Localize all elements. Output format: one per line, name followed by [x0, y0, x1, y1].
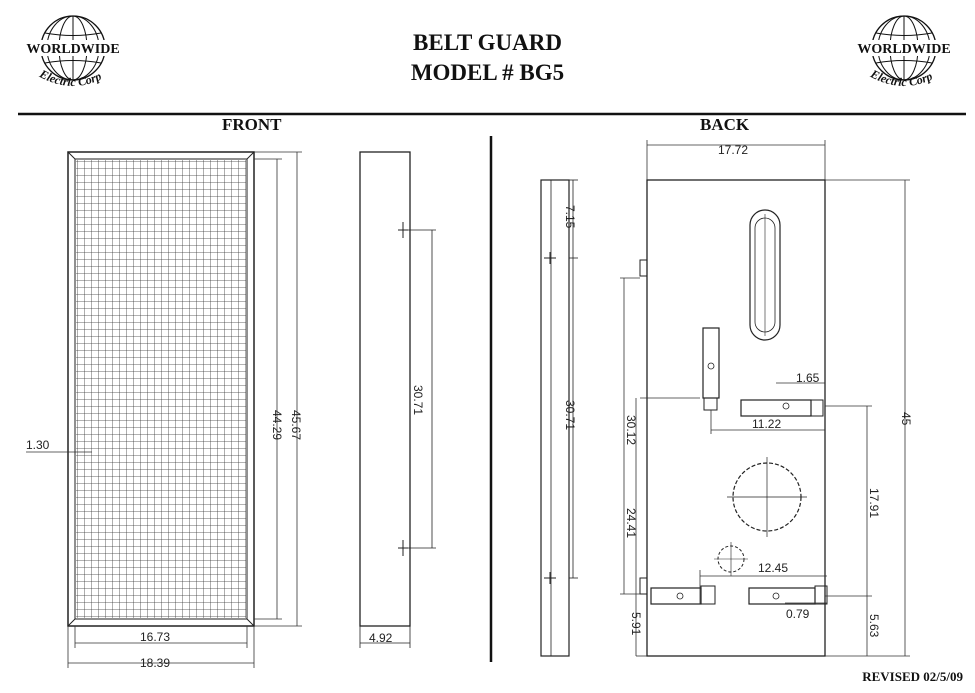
back-view-label: BACK — [700, 115, 750, 134]
svg-text:Electric Corp: Electric Corp — [867, 66, 934, 89]
dim-lower-span: 24.41 — [624, 508, 638, 538]
side-profile — [359, 151, 436, 648]
company-logo-right: WORLDWIDE Electric Corp — [845, 15, 963, 89]
dim-bottom-width: 12.45 — [758, 561, 788, 575]
back-side-strip — [540, 179, 578, 657]
front-panel — [67, 151, 255, 627]
logo-brand-text: WORLDWIDE — [857, 42, 950, 57]
svg-text:Electric Corp: Electric Corp — [36, 66, 103, 89]
dim-bottom-offset: 0.79 — [786, 607, 810, 621]
dim-bottom-right: 5.63 — [867, 614, 881, 638]
drawing-title: BELT GUARD — [413, 30, 562, 55]
dim-front-inner-width: 16.73 — [140, 630, 170, 644]
dim-top-width: 17.72 — [718, 143, 748, 157]
dim-slot-spacing: 30.71 — [411, 385, 425, 415]
dim-front-side: 1.30 — [26, 438, 50, 452]
dim-overall-height: 45 — [899, 412, 913, 426]
dim-depth: 4.92 — [369, 631, 393, 645]
logo-sub-text: Electric Corp — [867, 66, 934, 89]
dim-left-span: 30.71 — [563, 400, 577, 430]
dim-left-top: 7.15 — [563, 205, 577, 229]
logo-sub-text: Electric Corp — [36, 66, 103, 89]
dim-right-span: 17.91 — [867, 488, 881, 518]
back-panel — [639, 179, 828, 657]
front-view-label: FRONT — [222, 115, 282, 134]
company-logo-left: WORLDWIDE Electric Corp — [14, 15, 132, 89]
dim-hole-span: 30.12 — [624, 415, 638, 445]
dim-bracket-width: 11.22 — [752, 417, 781, 431]
dim-front-outer-width: 18.39 — [140, 656, 170, 670]
mesh-grille — [76, 160, 246, 618]
dim-front-outer-height: 45.67 — [289, 410, 303, 440]
dim-front-inner-height: 44.29 — [270, 410, 284, 440]
dim-right-offset: 1.65 — [796, 371, 820, 385]
revision-date: REVISED 02/5/09 — [862, 669, 963, 684]
model-number: MODEL # BG5 — [410, 60, 565, 85]
dim-bottom-left: 5.91 — [629, 612, 643, 636]
logo-brand-text: WORLDWIDE — [26, 42, 119, 57]
